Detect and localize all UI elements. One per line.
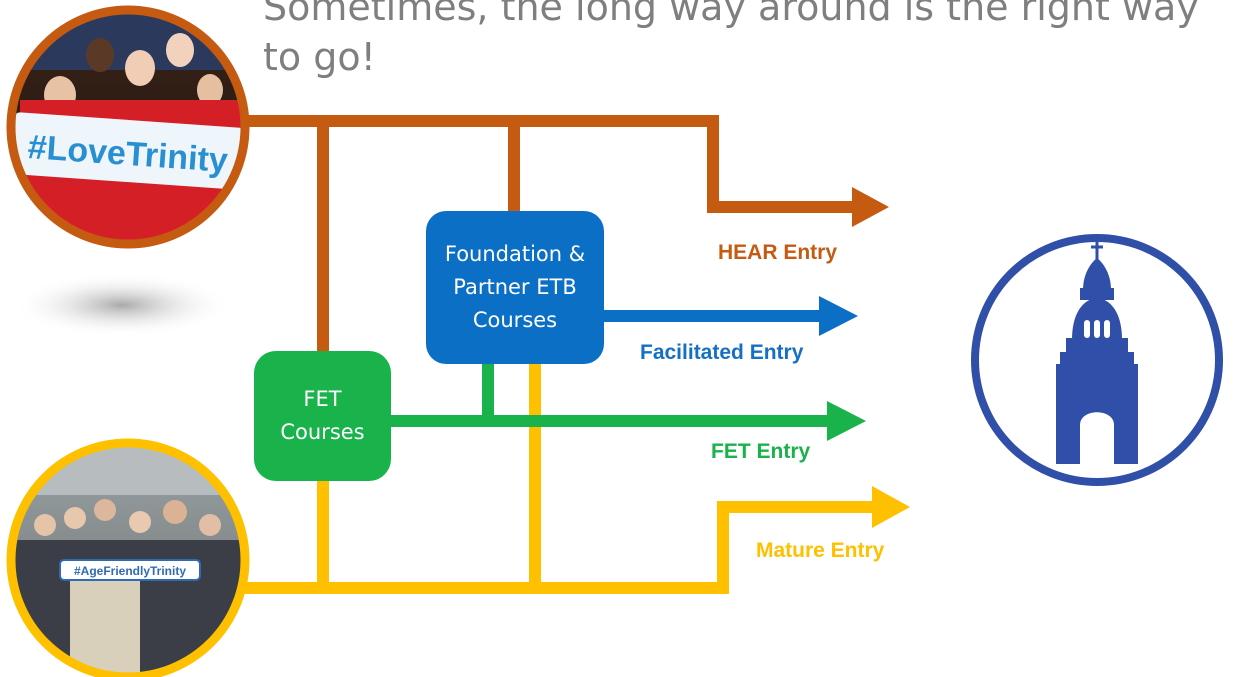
photo-shadow (12, 273, 232, 337)
route-line-fet (391, 364, 830, 427)
fet-courses-box: FET Courses (254, 351, 391, 481)
trinity-campanile-logo-icon (971, 234, 1223, 486)
hear-entry-label: HEAR Entry (718, 241, 838, 264)
foundation-courses-box: Foundation & Partner ETB Courses (426, 211, 604, 364)
arrow-head-fet (827, 401, 866, 441)
foundation-line-2: Partner ETB (453, 275, 577, 299)
page-title: Sometimes, the long way around is the ri… (263, 0, 1199, 79)
group-photo: #AgeFriendlyTrinity (6, 438, 250, 677)
route-line-hear (238, 115, 855, 351)
mature-entry-label: Mature Entry (756, 539, 885, 562)
foundation-line-3: Courses (472, 308, 558, 332)
fet-courses-line-2: Courses (280, 420, 365, 444)
route-line-mature (238, 364, 875, 594)
arrow-head-facilitated (819, 296, 858, 336)
fet-entry-label: FET Entry (711, 440, 811, 463)
age-friendly-trinity-sign: #AgeFriendlyTrinity (74, 564, 186, 578)
fet-courses-line-1: FET (303, 387, 342, 411)
arrow-head-hear (852, 187, 889, 227)
students-photo: #LoveTrinity (6, 5, 250, 249)
facilitated-entry-label: Facilitated Entry (640, 341, 804, 364)
arrow-head-mature (872, 486, 910, 528)
foundation-line-1: Foundation & (444, 242, 586, 266)
